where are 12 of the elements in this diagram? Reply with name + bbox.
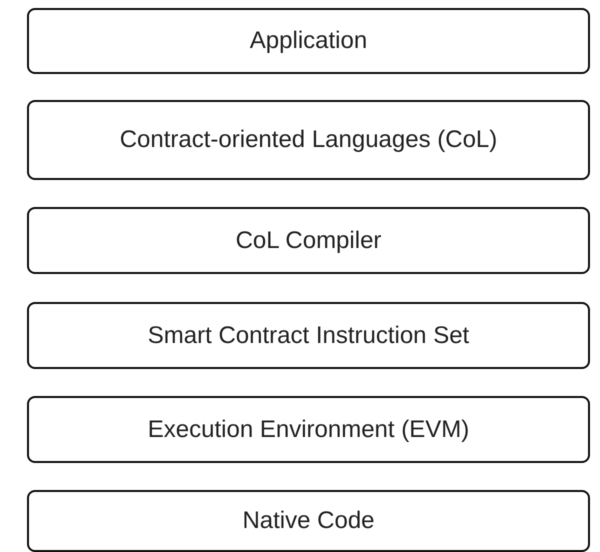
layer-box — [27, 302, 590, 369]
layer-label: Contract-oriented Languages (CoL) — [120, 126, 498, 154]
layer-box — [27, 396, 590, 463]
layer-label: Native Code — [242, 507, 375, 535]
layer-box — [27, 100, 590, 180]
layer-box — [27, 8, 590, 74]
layer-label: Application — [250, 27, 368, 55]
layer-label: Smart Contract Instruction Set — [148, 322, 470, 350]
layer-box — [27, 207, 590, 274]
layer-label: CoL Compiler — [236, 226, 382, 254]
layer-box — [27, 490, 590, 552]
layer-label: Execution Environment (EVM) — [148, 416, 470, 444]
